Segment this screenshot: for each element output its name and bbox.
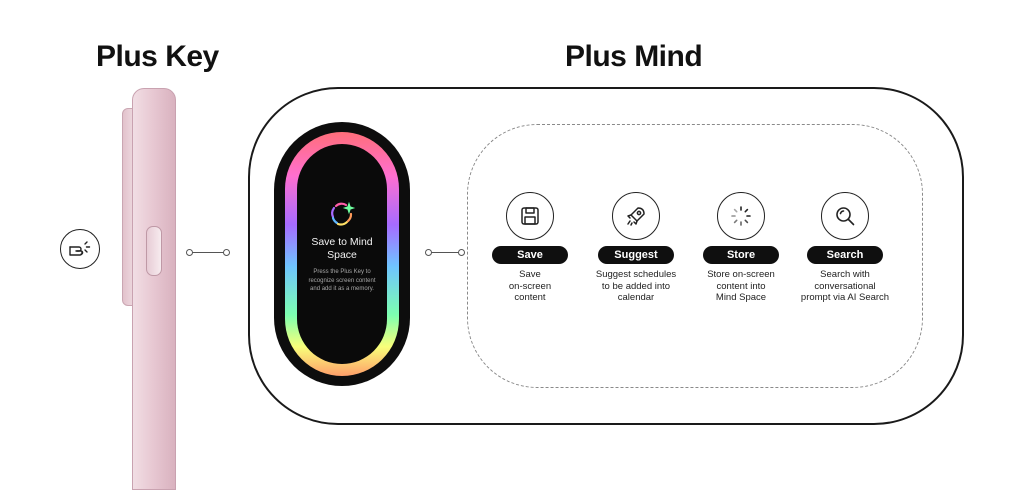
save-description: Save on-screen content — [508, 269, 552, 303]
connector-line — [425, 249, 465, 256]
feature-suggest[interactable]: Suggest Suggest schedules to be added in… — [581, 192, 691, 304]
tap-gesture-icon — [60, 229, 100, 269]
mind-space-pill[interactable]: Save to Mind Space Press the Plus Key to… — [274, 122, 410, 386]
pill-description: Press the Plus Key to recognize screen c… — [308, 269, 376, 293]
save-icon — [506, 192, 554, 240]
pill-screen: Save to Mind Space Press the Plus Key to… — [297, 144, 387, 364]
store-description: Store on-screen content into Mind Space — [707, 269, 775, 303]
loading-icon — [717, 192, 765, 240]
save-badge: Save — [492, 246, 568, 264]
sparkle-brain-icon — [331, 202, 356, 226]
feature-store[interactable]: Store Store on-screen content into Mind … — [686, 192, 796, 304]
search-icon — [821, 192, 869, 240]
feature-save[interactable]: Save Save on-screen content — [475, 192, 585, 304]
rocket-icon — [612, 192, 660, 240]
phone-side — [132, 88, 176, 490]
plus-mind-panel — [248, 87, 964, 425]
pill-title: Save to Mind Space — [311, 236, 373, 262]
search-badge: Search — [807, 246, 883, 264]
suggest-description: Suggest schedules to be added into calen… — [595, 269, 677, 303]
features-box — [467, 124, 923, 388]
suggest-badge: Suggest — [598, 246, 674, 264]
plus-mind-heading: Plus Mind — [565, 40, 703, 73]
store-badge: Store — [703, 246, 779, 264]
search-description: Search with conversational prompt via AI… — [800, 269, 890, 303]
connector-line — [186, 249, 230, 256]
plus-key-button[interactable] — [146, 226, 162, 276]
feature-search[interactable]: Search Search with conversational prompt… — [790, 192, 900, 304]
plus-key-heading: Plus Key — [96, 40, 219, 73]
pill-glow-ring: Save to Mind Space Press the Plus Key to… — [285, 132, 399, 376]
